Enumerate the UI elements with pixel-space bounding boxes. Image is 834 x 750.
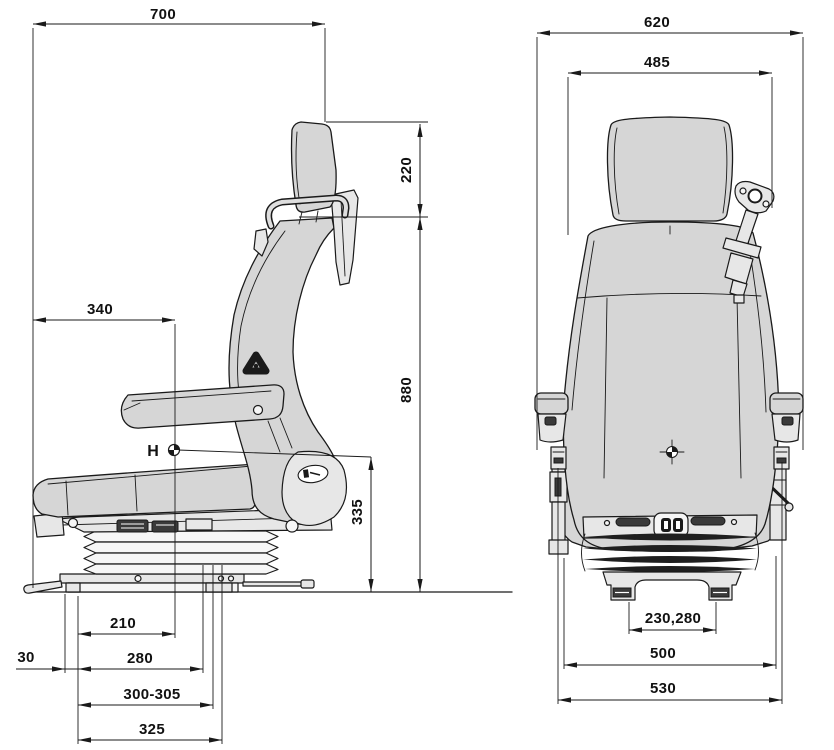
dim-label-500: 500 — [650, 645, 676, 662]
armrest-side — [120, 384, 293, 453]
recliner-housing — [281, 450, 347, 533]
dim-label-30: 30 — [17, 649, 34, 666]
dim-label-700: 700 — [150, 6, 176, 23]
dimension-height-880: 880 — [398, 217, 423, 592]
seat-base-side — [23, 573, 315, 594]
suspension-bellows-rear — [581, 532, 759, 572]
headrest-rear — [606, 116, 734, 222]
rear-view — [534, 116, 804, 601]
headrest-side — [290, 121, 337, 213]
dim-label-530: 530 — [650, 680, 676, 697]
armrest-rear-right — [769, 392, 804, 470]
dim-label-485: 485 — [644, 54, 670, 71]
dimension-slide-300-305: 300-305 — [78, 565, 214, 709]
dim-label-300-305: 300-305 — [123, 686, 180, 703]
side-view — [23, 121, 513, 594]
seatbelt-retractor — [722, 180, 775, 304]
belt-guide-plate — [330, 189, 359, 286]
dim-label-210: 210 — [110, 615, 136, 632]
dimension-overall-width-620: 620 — [536, 14, 804, 450]
dimension-base-500: 500 — [563, 556, 777, 669]
suspension-bellows-side — [83, 530, 279, 575]
recliner-knob — [242, 351, 270, 375]
slide-rod — [242, 581, 303, 587]
dimension-rail-spacing-230-280: 230,280 — [628, 602, 717, 634]
dim-label-880: 880 — [398, 377, 415, 403]
dimension-slide-30-280: 30 280 — [16, 565, 204, 673]
dimension-hpoint-335: 335 — [349, 457, 374, 592]
center-target-marker — [659, 439, 685, 465]
h-point-label: H — [147, 443, 159, 460]
dimension-setback-340: 340 — [33, 301, 176, 638]
dim-label-230-280: 230,280 — [645, 610, 701, 627]
dim-label-325: 325 — [139, 721, 165, 738]
height-lever — [23, 580, 63, 594]
dimension-slide-325: 325 — [78, 565, 223, 744]
dim-label-280: 280 — [127, 650, 153, 667]
dim-label-620: 620 — [644, 14, 670, 31]
dim-label-220: 220 — [398, 157, 415, 183]
grab-handle — [265, 194, 350, 230]
backrest-lever — [253, 228, 269, 257]
dimension-headrest-220: 220 — [299, 121, 428, 218]
h-point-marker: H — [147, 443, 372, 460]
armrest-rear-left — [534, 392, 569, 470]
dimension-base-530: 530 — [557, 462, 783, 704]
dim-label-335: 335 — [349, 499, 366, 525]
dimension-overall-depth-700: 700 — [32, 6, 326, 588]
dimension-slide-210: 210 — [77, 596, 175, 744]
dim-label-340: 340 — [87, 301, 113, 318]
dimension-backrest-width-485: 485 — [567, 54, 773, 235]
seat-base-rear — [602, 571, 742, 601]
